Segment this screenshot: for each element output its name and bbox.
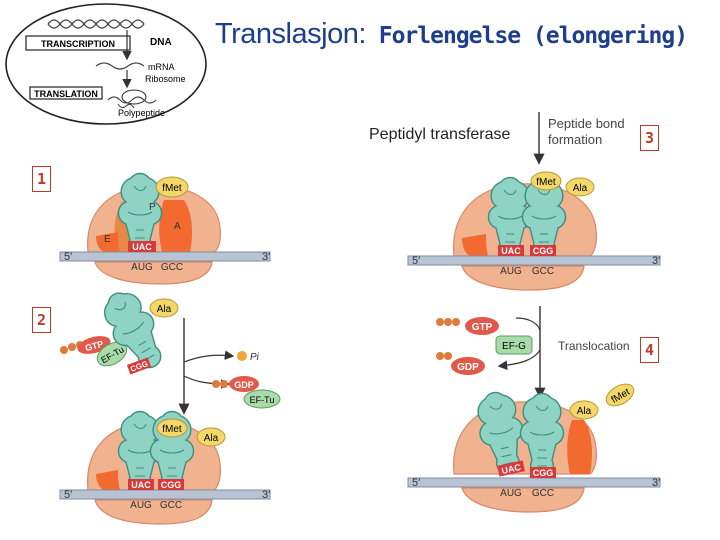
polypeptide-chain (117, 103, 135, 109)
ala-label: Ala (573, 183, 588, 194)
efg-label: EF-G (502, 341, 526, 352)
three-prime-label: 3′ (652, 255, 660, 267)
peptide-bond-label-2: formation (548, 132, 602, 147)
eftu-out-bubble (243, 389, 281, 409)
gdp-release-arrow (497, 349, 541, 371)
title-subtitle: Forlengelse (elongering) (365, 23, 688, 49)
ala-bubble (149, 298, 179, 318)
anticodon-box (128, 241, 156, 252)
overview-ribosome (121, 89, 147, 105)
dna-label: DNA (150, 37, 172, 48)
ala-label: Ala (204, 433, 219, 444)
anticodon-1-label: UAC (501, 246, 521, 256)
codon-2-label: GCC (161, 262, 183, 273)
mrna-bar (59, 251, 271, 262)
eftu-out-label: EF-Tu (250, 395, 275, 405)
panel-4-inputs: GTP EF-G GDP Translocation (436, 306, 630, 399)
translation-label: TRANSLATION (34, 89, 98, 99)
ribosome-label: Ribosome (145, 74, 186, 84)
peptidyl-transferase-label: Peptidyl transferase (369, 126, 511, 143)
panel-2-inputs: GTP EF-Tu CGG Ala Pi GDP EF-Tu (60, 283, 281, 415)
a-site (159, 200, 192, 252)
gdp-bubble (229, 376, 259, 392)
empty-a-site (567, 420, 592, 474)
ala-label: Ala (577, 406, 592, 417)
codon-1-label: AUG (500, 488, 522, 499)
pi-dot (237, 351, 247, 361)
peptide-bond-label-1: Peptide bond (548, 116, 625, 131)
panel-2-ribosome: UAC CGG AUG GCC 5′ 3′ fMet Ala (59, 410, 271, 525)
transcription-label: TRANSCRIPTION (41, 39, 115, 49)
incoming-anticodon-box (126, 357, 152, 375)
title-main: Translasjon: (215, 18, 366, 50)
overview-panel: TRANSCRIPTION TRANSLATION DNA mRNA Ribos… (5, 3, 207, 125)
anticodon-2-label: CGG (161, 480, 182, 490)
codon-1-label: AUG (131, 262, 153, 273)
panel-3-ribosome: UAC CGG AUG GCC 5′ 3′ fMet Ala (407, 171, 661, 291)
page-title: Translasjon: Forlengelse (elongering) (215, 18, 715, 58)
gtp-label: GTP (472, 322, 493, 333)
gdp-label: GDP (234, 380, 254, 390)
panel-1-ribosome: UAC AUG GCC 5′ 3′ E P A fMet (59, 172, 271, 285)
codon-1-label: AUG (130, 500, 152, 511)
e-site (96, 232, 120, 252)
gdp-bubble (451, 357, 485, 375)
gdp-label: GDP (457, 362, 479, 373)
pi-label: Pi (250, 352, 260, 363)
ala-label: Ala (157, 304, 172, 315)
panel-4-ribosome: UAC CGG AUG GCC 5′ 3′ Ala fMet (407, 383, 661, 513)
efg-box (495, 335, 533, 355)
pi-release-arrow (183, 350, 235, 363)
codon-2-label: GCC (532, 266, 554, 277)
polypeptide-label: Polypeptide (118, 108, 165, 118)
fmet-label: fMet (536, 177, 556, 188)
anticodon-1-label: UAC (131, 480, 151, 490)
anticodon-1-label: UAC (501, 462, 523, 476)
three-prime-label: 3′ (262, 251, 270, 263)
fmet-label: fMet (162, 183, 182, 194)
translocation-label: Translocation (558, 339, 630, 353)
codon-2-label: GCC (532, 488, 554, 499)
anticodon-2-label: CGG (533, 246, 554, 256)
transcription-box (25, 35, 131, 51)
step-3-label: 3 (640, 125, 659, 151)
a-site-label: A (174, 221, 181, 232)
fmet-bubble (155, 176, 189, 198)
anticodon-2-label: CGG (533, 468, 554, 478)
five-prime-label: 5′ (412, 477, 420, 489)
dna-helix-strand-2 (47, 19, 145, 29)
incoming-anticodon-label: CGG (129, 359, 149, 374)
translation-box (29, 86, 103, 100)
codon-1-label: AUG (500, 266, 522, 277)
codon-2-label: GCC (160, 500, 182, 511)
three-prime-label: 3′ (652, 477, 660, 489)
three-prime-label: 3′ (262, 489, 270, 501)
small-subunit (94, 261, 213, 285)
gtp-bubble (465, 317, 499, 335)
gtp-label: GTP (84, 339, 104, 353)
mrna-strand (95, 62, 145, 70)
mrna-label: mRNA (148, 62, 175, 72)
e-site-label: E (104, 234, 111, 245)
p-site-label: P (149, 202, 156, 213)
fmet-label: fMet (162, 424, 182, 435)
anticodon-label: UAC (132, 242, 152, 252)
peptide-bond-formation-group: Peptide bond formation (533, 112, 625, 165)
five-prime-label: 5′ (412, 255, 420, 267)
step-1-label: 1 (32, 166, 51, 192)
five-prime-label: 5′ (64, 489, 72, 501)
step-4-label: 4 (640, 337, 659, 363)
five-prime-label: 5′ (64, 251, 72, 263)
step-2-label: 2 (32, 307, 51, 333)
